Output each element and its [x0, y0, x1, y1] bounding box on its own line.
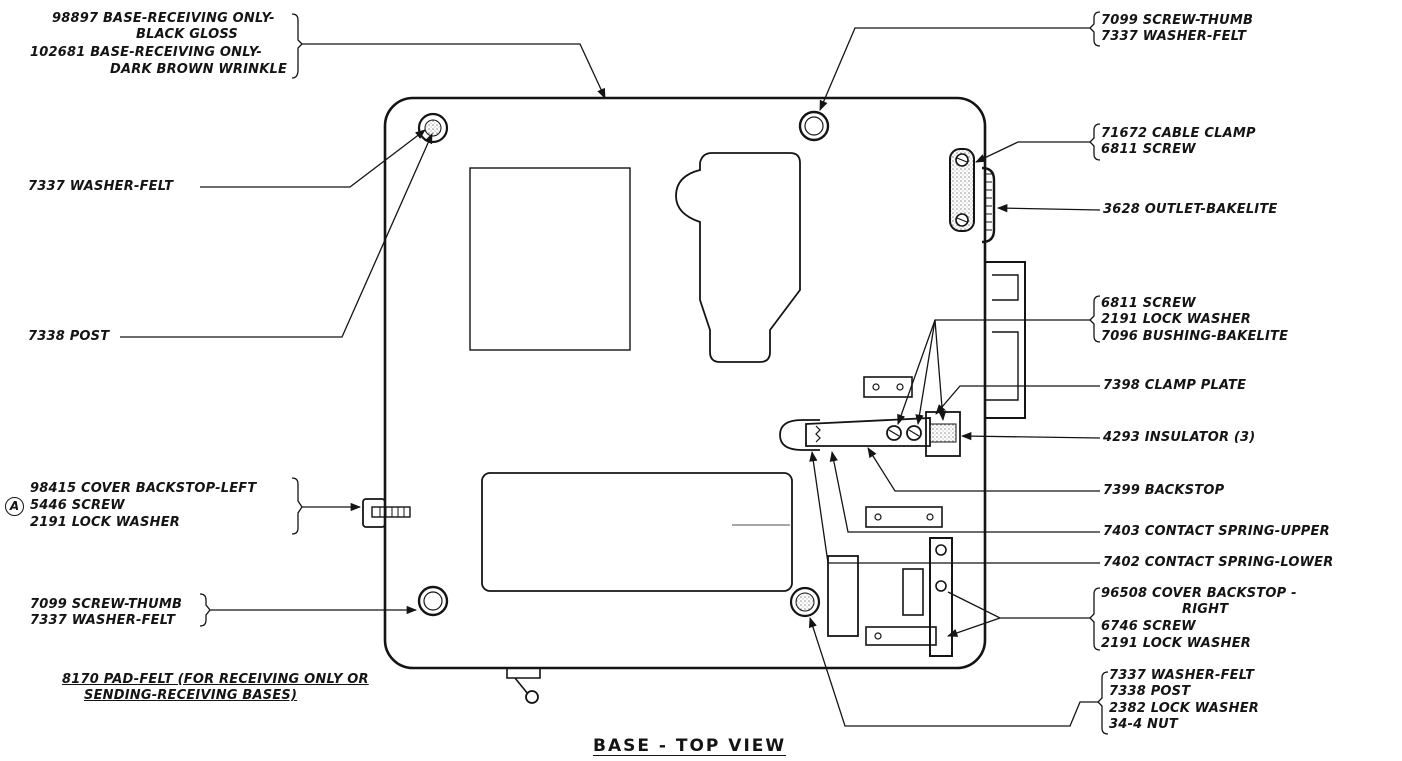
leader-clamp-plate: [935, 385, 1100, 415]
backstop-loop: [779, 419, 820, 451]
label-pad-felt-2: SENDING-RECEIVING BASES): [84, 688, 298, 703]
insulator: [929, 423, 957, 443]
label-base-receiving-black-1: 98897 BASE-RECEIVING ONLY-: [52, 11, 275, 26]
label-screw-thumb-top-1: 7099 SCREW-THUMB: [1101, 13, 1254, 28]
leader-contact-upper: [829, 450, 1100, 533]
label-contact-spring-lower: 7402 CONTACT SPRING-LOWER: [1103, 555, 1334, 570]
felt-pad-rectangle: [481, 472, 793, 592]
label-screw-thumb-bottom-2: 7337 WASHER-FELT: [30, 613, 176, 628]
leader-screw-thumb-top: [820, 11, 1101, 110]
leader-base-receiving: [291, 13, 605, 98]
label-screw-group-2: 2191 LOCK WASHER: [1101, 312, 1251, 327]
leader-washer-felt-left: [200, 129, 426, 188]
thumb-screw-bottom-left: [417, 585, 449, 617]
label-screw-group-1: 6811 SCREW: [1101, 296, 1196, 311]
post-top-left: [417, 112, 449, 144]
drawing-title: BASE - TOP VIEW: [593, 736, 787, 756]
cover-backstop-right: [929, 537, 953, 657]
label-post-left: 7338 POST: [28, 329, 110, 344]
label-clamp-plate: 7398 CLAMP PLATE: [1103, 378, 1247, 393]
leader-post-left: [120, 133, 433, 338]
label-washer-felt-left: 7337 WASHER-FELT: [28, 179, 174, 194]
label-base-receiving-brown-1: 102681 BASE-RECEIVING ONLY-: [30, 45, 263, 60]
label-contact-spring-upper: 7403 CONTACT SPRING-UPPER: [1103, 524, 1330, 539]
label-cable-clamp-2: 6811 SCREW: [1101, 142, 1196, 157]
label-cover-backstop-left-3: 2191 LOCK WASHER: [30, 515, 180, 530]
cover-backstop-left: [362, 498, 386, 528]
label-screw-group-3: 7096 BUSHING-BAKELITE: [1101, 329, 1289, 344]
label-post-group-2: 7338 POST: [1109, 684, 1191, 699]
leader-outlet: [996, 204, 1101, 213]
label-post-group-3: 2382 LOCK WASHER: [1109, 701, 1259, 716]
right-bracket: [985, 261, 1026, 419]
label-cover-backstop-right-2: RIGHT: [1182, 602, 1229, 617]
label-cable-clamp-1: 71672 CABLE CLAMP: [1101, 126, 1256, 141]
label-cover-backstop-right-4: 2191 LOCK WASHER: [1101, 636, 1251, 651]
leader-cover-backstop-right: [948, 587, 1101, 651]
label-base-receiving-brown-2: DARK BROWN WRINKLE: [110, 62, 288, 77]
small-plate-lower: [865, 506, 943, 528]
bottom-cord: [506, 668, 541, 695]
keyhole-recess: [675, 152, 801, 363]
label-post-group-4: 34-4 NUT: [1109, 717, 1178, 732]
label-pad-felt-1: 8170 PAD-FELT (FOR RECEIVING ONLY OR: [62, 672, 369, 687]
leader-cover-backstop-left: [291, 477, 360, 535]
outlet-bakelite: [981, 166, 996, 244]
thumb-screw-top: [798, 110, 830, 142]
label-backstop: 7399 BACKSTOP: [1103, 483, 1225, 498]
label-post-group-1: 7337 WASHER-FELT: [1109, 668, 1255, 683]
leader-contact-lower: [809, 450, 1100, 564]
label-cover-backstop-left-2: 5446 SCREW: [30, 498, 125, 513]
label-cover-backstop-left-1: 98415 COVER BACKSTOP-LEFT: [30, 481, 257, 496]
label-cover-backstop-right-1: 96508 COVER BACKSTOP -: [1101, 586, 1297, 601]
circle-marker-a: A: [5, 497, 24, 516]
leader-cable-clamp: [976, 123, 1101, 162]
label-cover-backstop-right-3: 6746 SCREW: [1101, 619, 1196, 634]
label-base-receiving-black-2: BLACK GLOSS: [136, 27, 238, 42]
label-outlet-bakelite: 3628 OUTLET-BAKELITE: [1103, 202, 1278, 217]
leader-screw-thumb-bottom: [199, 593, 416, 627]
small-plate-upper: [863, 376, 913, 398]
left-square-opening: [469, 167, 631, 351]
leader-insulator: [960, 431, 1101, 441]
label-screw-thumb-bottom-1: 7099 SCREW-THUMB: [30, 597, 183, 612]
leader-backstop: [867, 447, 1100, 492]
base-plate: [383, 96, 987, 670]
contact-spring-lower: [827, 555, 859, 637]
label-insulator: 4293 INSULATOR (3): [1103, 430, 1256, 445]
label-screw-thumb-top-2: 7337 WASHER-FELT: [1101, 29, 1247, 44]
leader-post-group: [810, 618, 1109, 735]
